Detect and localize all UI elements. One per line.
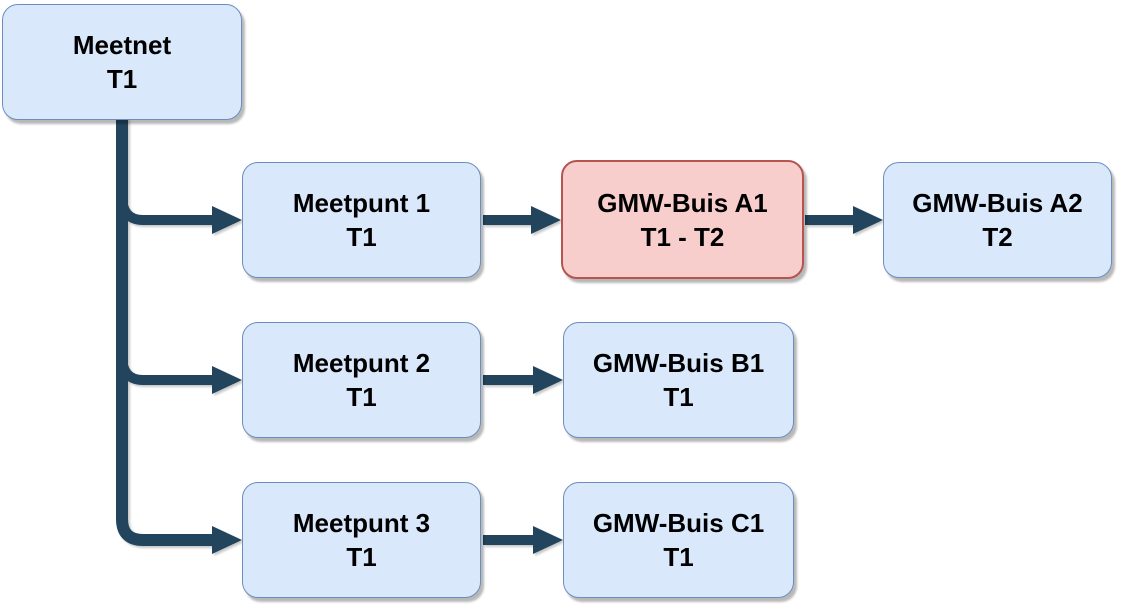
node-label: GMW-Buis B1 [592, 348, 765, 378]
node-gmw-buis-a2: GMW-Buis A2 T2 [883, 162, 1112, 278]
node-label: Meetpunt 2 [292, 348, 431, 378]
node-sublabel: T1 [106, 64, 138, 94]
node-meetnet: Meetnet T1 [2, 4, 242, 120]
node-label: GMW-Buis A1 [597, 187, 768, 218]
edge-meetpunt-3-gmw-buis-c1 [483, 526, 563, 554]
edge-meetnet-meetpunt-1 [117, 195, 242, 234]
node-meetpunt-1: Meetpunt 1 T1 [242, 162, 481, 278]
node-label: Meetpunt 3 [292, 508, 431, 538]
node-meetpunt-2: Meetpunt 2 T1 [242, 322, 481, 438]
edge-meetpunt-2-gmw-buis-b1 [483, 366, 563, 394]
node-label: Meetpunt 1 [292, 188, 431, 218]
node-sublabel: T1 [663, 382, 694, 412]
node-label: GMW-Buis C1 [592, 508, 765, 538]
node-sublabel: T1 [346, 222, 377, 252]
node-sublabel: T1 - T2 [640, 221, 725, 252]
node-sublabel: T1 [663, 542, 694, 572]
node-label: GMW-Buis A2 [912, 188, 1083, 218]
node-gmw-buis-b1: GMW-Buis B1 T1 [563, 322, 794, 438]
node-sublabel: T2 [982, 222, 1013, 252]
node-sublabel: T1 [346, 542, 377, 572]
node-gmw-buis-c1: GMW-Buis C1 T1 [563, 482, 794, 598]
edge-meetnet-meetpunt-2 [117, 355, 242, 394]
edge-meetpunt-1-gmw-buis-a1 [483, 206, 561, 234]
node-sublabel: T1 [346, 382, 377, 412]
node-gmw-buis-a1: GMW-Buis A1 T1 - T2 [561, 160, 804, 279]
edge-meetnet-meetpunt-3 [116, 118, 242, 554]
node-label: Meetnet [72, 30, 172, 60]
node-meetpunt-3: Meetpunt 3 T1 [242, 482, 481, 598]
edge-gmw-buis-a1-gmw-buis-a2 [805, 206, 883, 234]
